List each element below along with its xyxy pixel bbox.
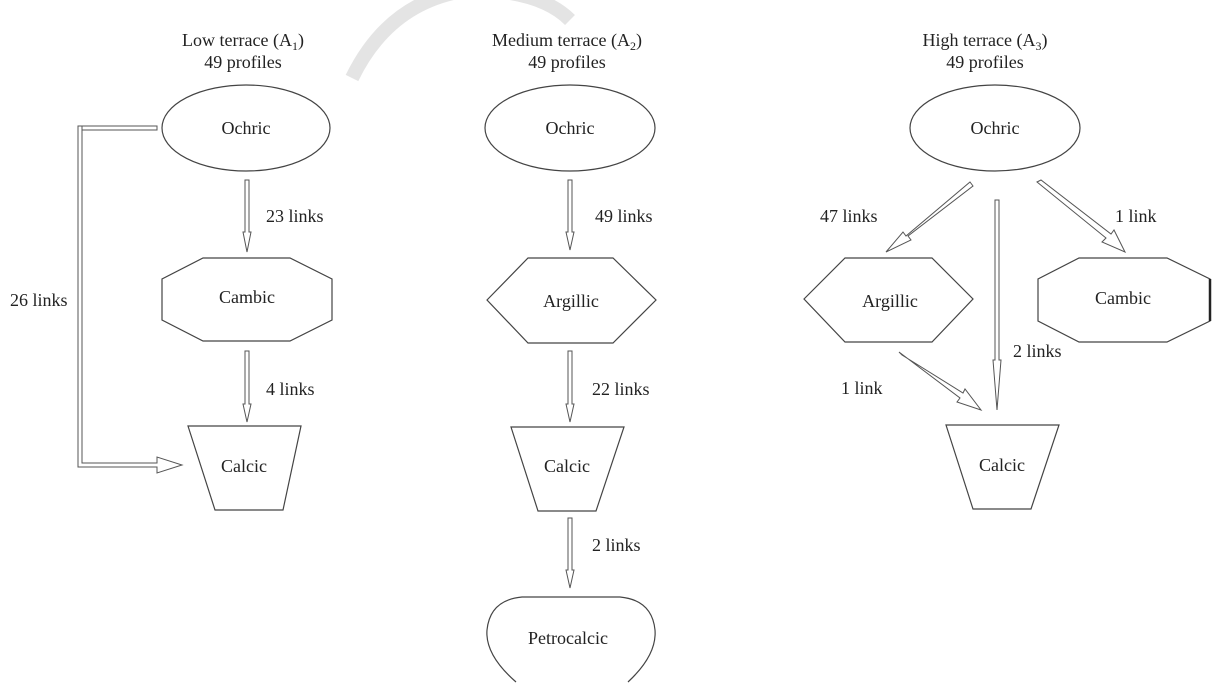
node-ochric	[909, 84, 1081, 172]
node-argillic	[803, 257, 974, 343]
link-label: 2 links	[592, 535, 641, 555]
node-calcic	[945, 424, 1060, 510]
node-argillic	[486, 257, 657, 344]
link-arrow-elbow	[77, 125, 184, 474]
node-label: Calcic	[221, 456, 267, 476]
panel-title: High terrace (A3)	[923, 30, 1048, 53]
link-arrow	[242, 350, 252, 423]
panel-profiles: 49 profiles	[946, 52, 1023, 72]
link-arrow	[565, 517, 575, 589]
link-arrow	[992, 199, 1002, 411]
link-label: 49 links	[595, 206, 653, 226]
link-arrow	[565, 179, 575, 251]
panel-medium-terrace: Medium terrace (A2) 49 profiles Ochric 4…	[484, 30, 657, 683]
link-label: 26 links	[10, 290, 68, 310]
link-label: 22 links	[592, 379, 650, 399]
link-label: 2 links	[1013, 341, 1062, 361]
panel-low-terrace: Low terrace (A1) 49 profiles Ochric 23 l…	[10, 30, 333, 511]
link-arrow	[565, 350, 575, 423]
link-arrow	[242, 179, 252, 253]
node-label: Cambic	[219, 287, 275, 307]
node-label: Cambic	[1095, 288, 1151, 308]
link-label: 1 link	[1115, 206, 1157, 226]
node-ochric	[484, 84, 656, 172]
panel-profiles: 49 profiles	[528, 52, 605, 72]
node-label: Argillic	[862, 291, 918, 311]
link-label: 23 links	[266, 206, 324, 226]
link-label: 1 link	[841, 378, 883, 398]
node-cambic	[161, 257, 333, 342]
node-calcic	[187, 425, 302, 511]
link-arrow	[885, 181, 974, 253]
watermark-arc	[345, 0, 575, 82]
panel-title: Medium terrace (A2)	[492, 30, 642, 53]
panel-title: Low terrace (A1)	[182, 30, 304, 53]
link-arrow	[898, 351, 983, 411]
node-label: Ochric	[971, 118, 1020, 138]
panel-high-terrace: High terrace (A3) 49 profiles Ochric 47 …	[803, 30, 1212, 510]
node-label: Petrocalcic	[528, 628, 608, 648]
node-calcic	[510, 426, 625, 512]
node-cambic	[1037, 257, 1211, 343]
link-arrow	[1036, 179, 1127, 254]
node-label: Calcic	[979, 455, 1025, 475]
node-label: Calcic	[544, 456, 590, 476]
link-label: 47 links	[820, 206, 878, 226]
node-petrocalcic	[486, 596, 656, 683]
node-label: Ochric	[546, 118, 595, 138]
node-ochric	[161, 84, 331, 172]
link-label: 4 links	[266, 379, 315, 399]
node-label: Ochric	[222, 118, 271, 138]
panel-profiles: 49 profiles	[204, 52, 281, 72]
node-label: Argillic	[543, 291, 599, 311]
